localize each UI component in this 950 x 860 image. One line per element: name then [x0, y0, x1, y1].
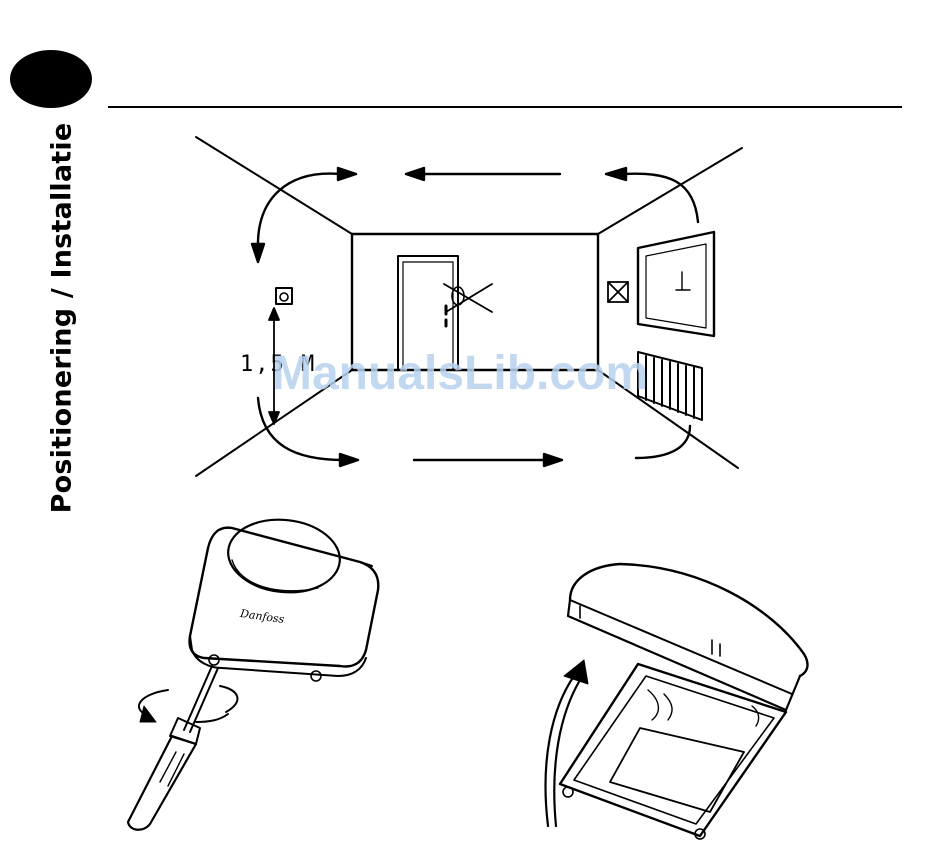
watermark: ManualsLib.com	[272, 346, 648, 401]
